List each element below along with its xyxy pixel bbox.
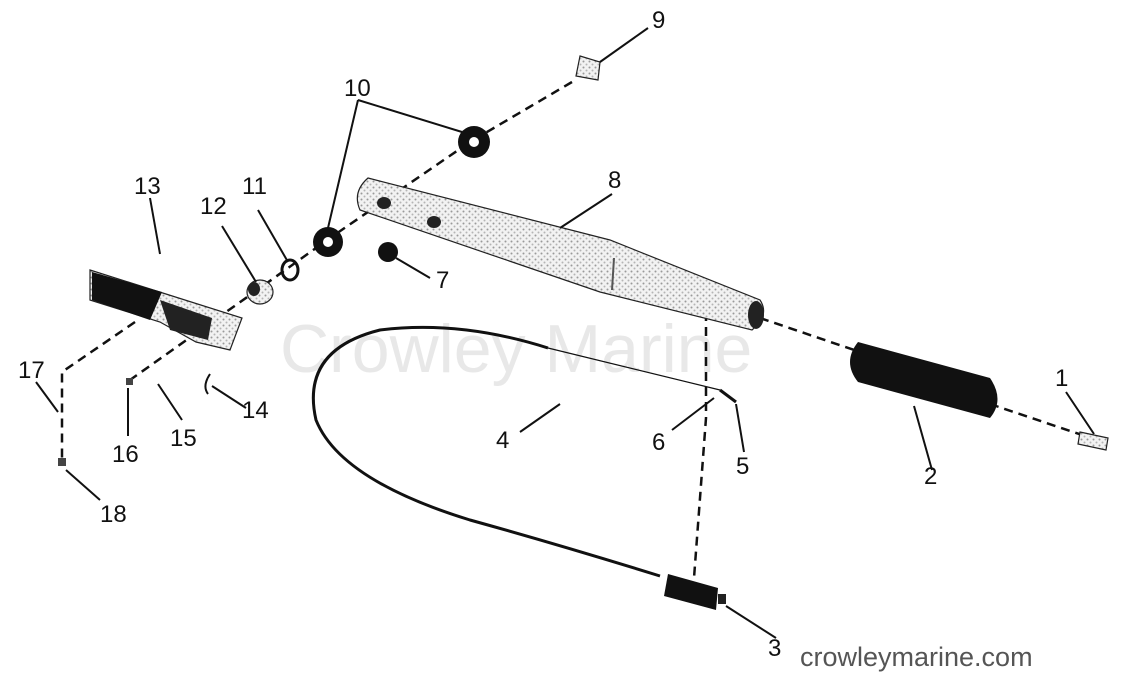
callout-6: 6 — [652, 429, 665, 456]
plug — [378, 242, 398, 262]
callout-12: 12 — [200, 193, 227, 220]
callout-16: 16 — [112, 441, 139, 468]
callout-5: 5 — [736, 453, 749, 480]
callout-13: 13 — [134, 173, 161, 200]
callout-3: 3 — [768, 635, 781, 662]
top-screw — [575, 55, 601, 81]
callout-4: 4 — [496, 427, 509, 454]
leader-lines — [35, 27, 1095, 639]
callout-10: 10 — [344, 75, 371, 102]
callout-14: 14 — [242, 397, 269, 424]
callout-2: 2 — [924, 463, 937, 490]
callout-18: 18 — [100, 501, 127, 528]
stop-switch-cable — [311, 325, 737, 578]
bracket-bolt — [58, 458, 66, 466]
callout-11: 11 — [242, 173, 267, 200]
cable-drop-axis — [692, 312, 708, 579]
callout-9: 9 — [652, 7, 665, 34]
handle-grip — [850, 342, 998, 418]
assembly-axis-lower — [759, 316, 1086, 438]
o-ring — [280, 258, 300, 282]
callout-15: 15 — [170, 425, 197, 452]
small-screw — [126, 378, 133, 385]
callout-1: 1 — [1055, 365, 1068, 392]
tiller-handle — [356, 177, 765, 331]
watermark: Crowley Marine — [280, 311, 752, 387]
bushing — [246, 279, 274, 305]
callout-17: 17 — [18, 357, 45, 384]
washers — [313, 126, 490, 257]
footer-url: crowleymarine.com — [800, 642, 1033, 672]
clip — [204, 373, 211, 395]
callout-8: 8 — [608, 167, 621, 194]
end-screw — [1077, 431, 1109, 451]
callout-7: 7 — [436, 267, 449, 294]
tiller-bracket — [89, 269, 243, 351]
cable-connector — [664, 574, 726, 610]
